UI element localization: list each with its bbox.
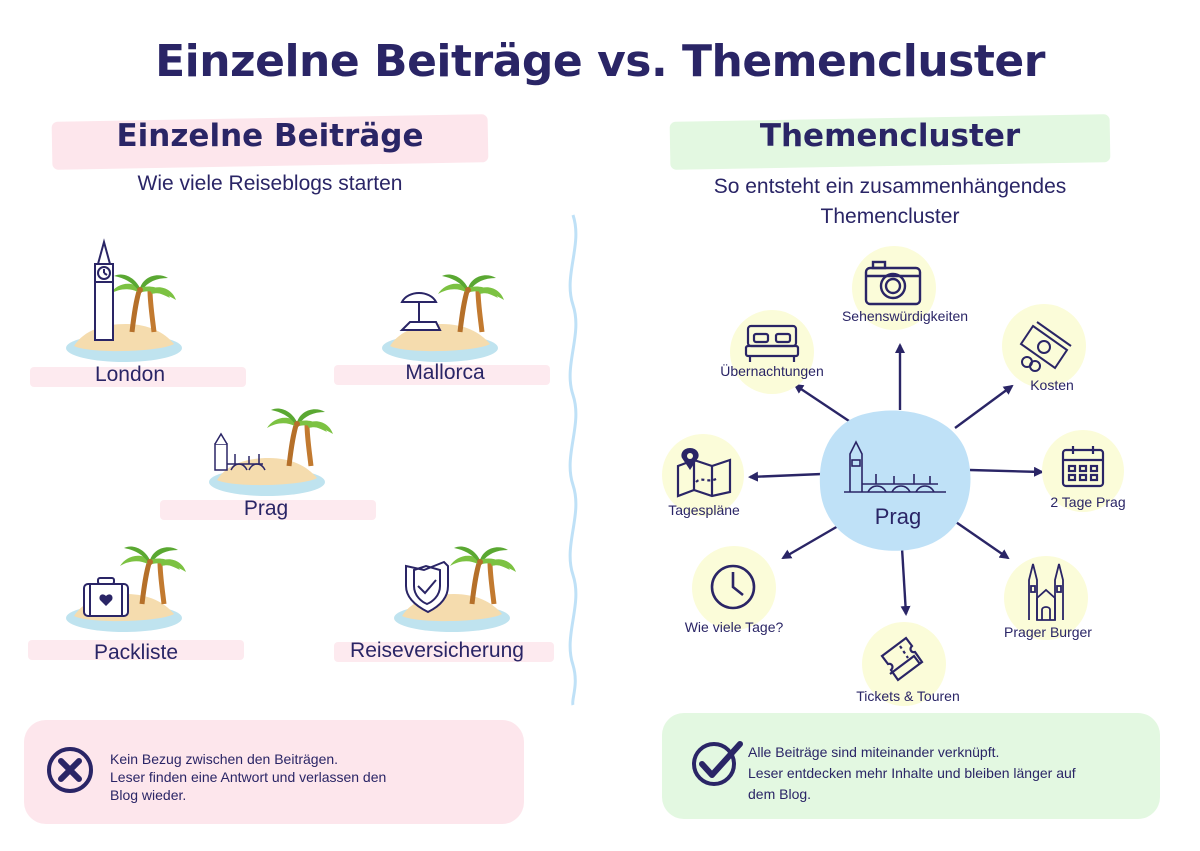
label-highlight-reiseversicherung (334, 642, 554, 662)
right-summary-line-1: Alle Beiträge sind miteinander verknüpft… (748, 744, 1000, 760)
island-label-london: London (94, 363, 166, 386)
island-reiseversicherung (390, 540, 515, 635)
prague-skyline-icon (844, 440, 946, 493)
right-heading: Themencluster (759, 118, 1021, 154)
prague-bridge-icon (209, 400, 330, 496)
label-highlight-london (30, 367, 246, 387)
shield-check-icon (394, 540, 515, 632)
calendar-icon (1061, 446, 1105, 488)
right-subtitle-line-1: So entsteht ein zusammenhängendes (713, 175, 1067, 198)
node-circle-prager-burger (1004, 556, 1088, 640)
island-packliste (62, 540, 187, 635)
island-london (62, 238, 187, 365)
node-label-sehenswuerdigkeiten: Sehenswürdigkeiten (841, 308, 969, 324)
map-icon (676, 448, 732, 498)
island-mallorca (378, 260, 503, 365)
left-summary-line-3: Blog wieder. (110, 787, 187, 803)
right-summary-line-2: Leser entdecken mehr Inhalte und bleiben… (748, 765, 1076, 781)
center-label-prag: Prag (874, 504, 922, 529)
bed-icon (744, 324, 800, 362)
node-label-kosten: Kosten (1030, 377, 1074, 393)
left-summary-box (24, 720, 524, 824)
big-ben-icon (66, 238, 182, 362)
node-circle-kosten (1002, 304, 1086, 388)
beach-chair-icon (382, 260, 503, 362)
island-label-reiseversicherung: Reiseversicherung (350, 639, 524, 662)
node-label-2-tage-prag: 2 Tage Prag (1050, 494, 1126, 510)
arrow-tagesplaene (748, 471, 823, 482)
left-subtitle: Wie viele Reiseblogs starten (137, 172, 403, 195)
left-summary-line-1: Kein Bezug zwischen den Beiträgen. (110, 751, 339, 767)
arrow-uebernachtungen (793, 383, 856, 426)
node-circle-uebernachtungen (730, 310, 814, 394)
clock-icon (710, 564, 756, 610)
arrow-kosten (954, 384, 1014, 429)
camera-icon (864, 260, 922, 306)
label-highlight-mallorca (334, 365, 550, 385)
x-circle-icon (47, 747, 93, 793)
left-heading: Einzelne Beiträge (116, 118, 424, 154)
wavy-divider (568, 214, 578, 706)
island-label-packliste: Packliste (93, 641, 179, 664)
island-label-prag: Prag (243, 497, 289, 520)
left-summary-line-2: Leser finden eine Antwort und verlassen … (110, 769, 387, 785)
label-highlight-prag (160, 500, 376, 520)
money-icon (1019, 321, 1072, 372)
island-label-mallorca: Mallorca (405, 361, 485, 384)
node-label-uebernachtungen: Übernachtungen (720, 363, 824, 379)
arrow-prager-burger (949, 517, 1010, 560)
page-title: Einzelne Beiträge vs. Themencluster (155, 36, 1045, 87)
ticket-icon (880, 636, 924, 682)
right-subtitle-line-2: Themencluster (820, 205, 960, 228)
right-summary-box (662, 713, 1160, 819)
check-circle-icon (692, 741, 743, 786)
island-prag (205, 400, 330, 500)
right-summary-line-3: dem Blog. (748, 786, 812, 802)
arrow-wie-viele-tage (781, 520, 846, 560)
node-label-wie-viele-tage: Wie viele Tage? (684, 619, 784, 635)
node-label-tagesplaene: Tagespläne (668, 502, 740, 518)
church-icon (1028, 563, 1064, 621)
arrow-tickets-touren (900, 547, 911, 616)
suitcase-icon (66, 540, 187, 632)
node-label-tickets-touren: Tickets & Touren (856, 688, 960, 704)
node-label-prager-burger: Prager Burger (1004, 624, 1092, 640)
label-highlight-packliste (28, 640, 244, 660)
arrow-2-tage-prag (969, 466, 1044, 477)
